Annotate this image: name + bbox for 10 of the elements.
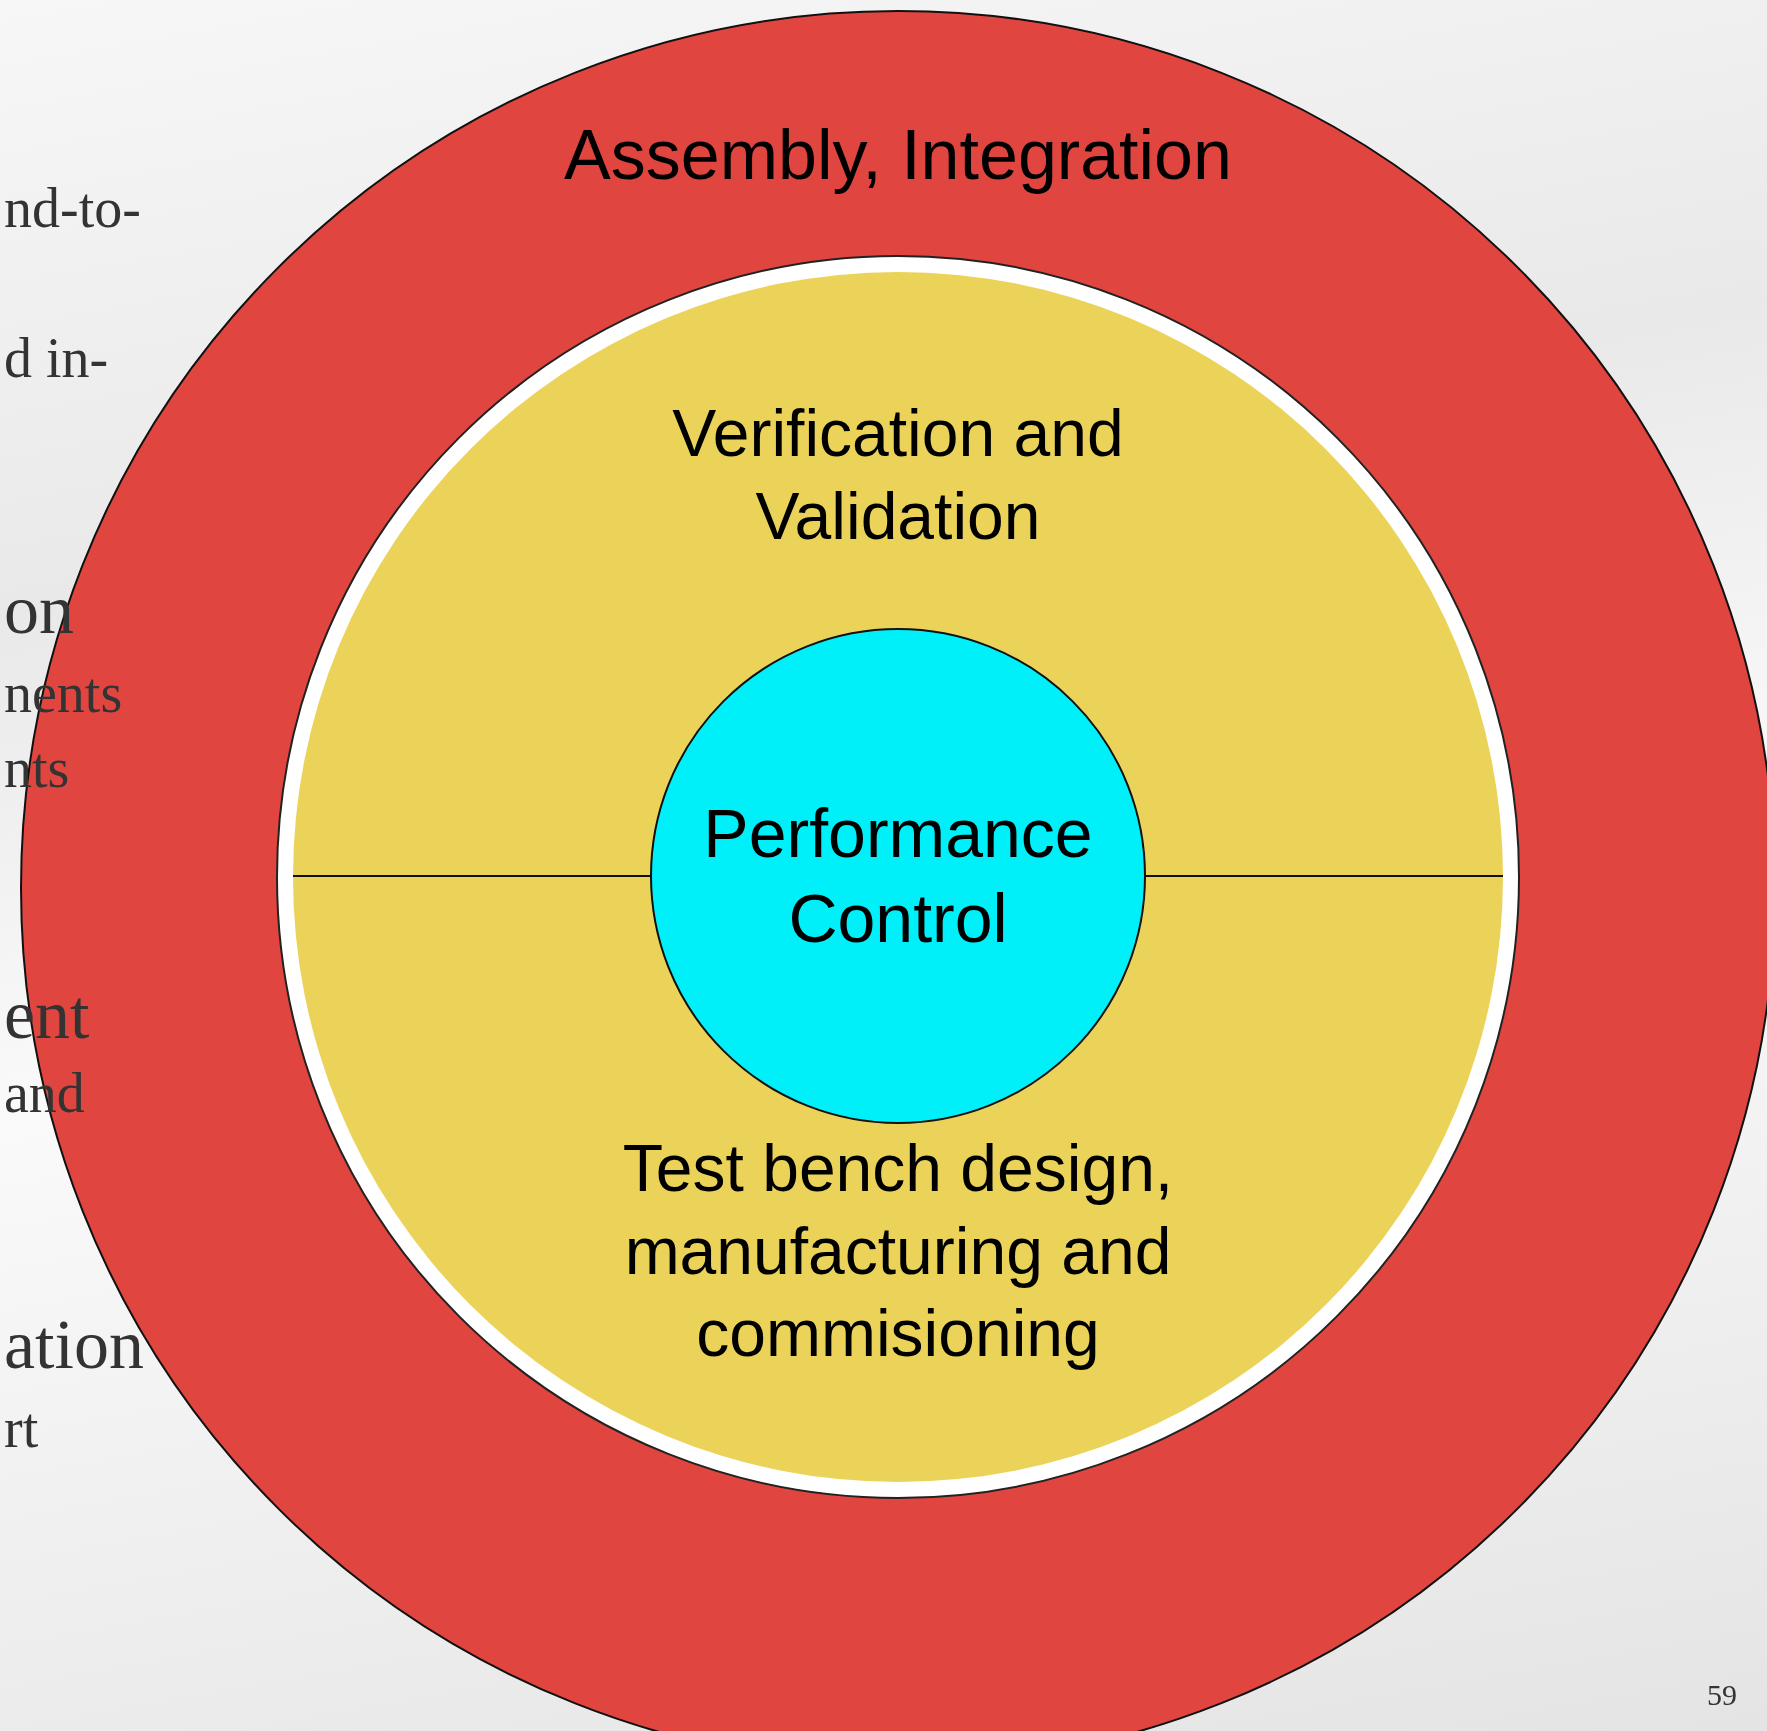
node-label: Test bench design, manufacturing and commisioning <box>621 1130 1175 1372</box>
text-fragment: ation <box>4 1310 144 1380</box>
node-label: Performance Control <box>702 794 1094 958</box>
node-label: Verification and Validation <box>671 395 1125 555</box>
node-label: Assembly, Integration <box>563 115 1233 196</box>
text-fragment: and <box>4 1065 85 1121</box>
text-fragment: nd-to- <box>4 180 141 236</box>
text-fragment: d in- <box>4 330 109 386</box>
text-fragment: rt <box>4 1400 39 1456</box>
page-number: 59 <box>1707 1680 1737 1710</box>
